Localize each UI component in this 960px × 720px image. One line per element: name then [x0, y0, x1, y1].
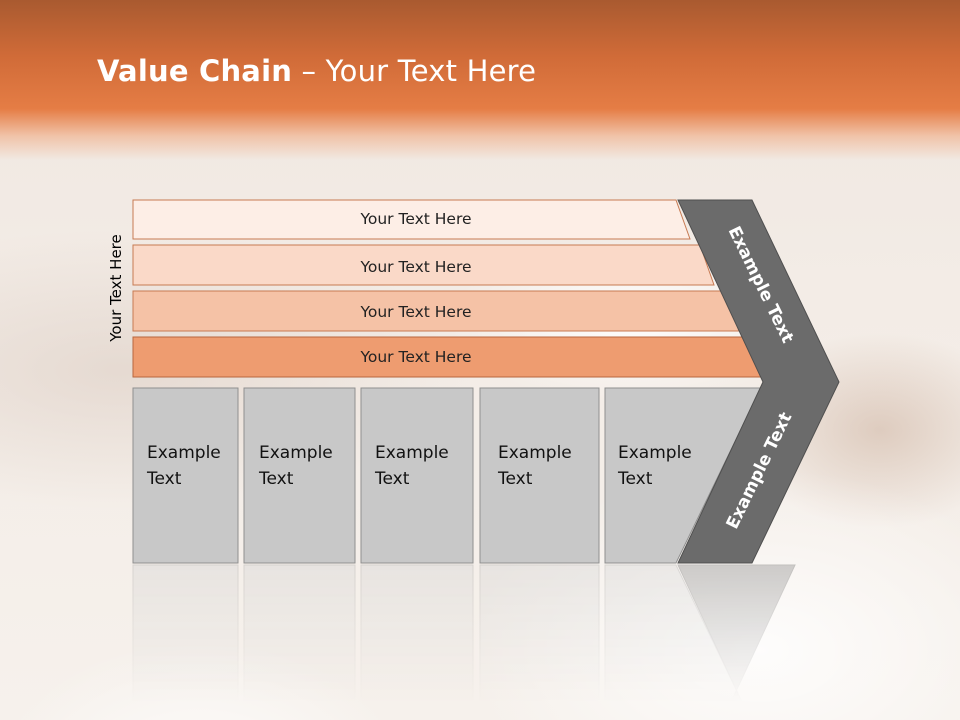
title-bold: Value Chain: [97, 54, 293, 88]
chevron-shape: [677, 199, 840, 564]
box-1-line1: Example: [147, 443, 221, 463]
box-2-shape: [243, 387, 356, 564]
row-group: Your Text Here Your Text Here Your Text …: [132, 199, 764, 378]
box-group: Example Text Example Text Example Text E…: [132, 387, 762, 564]
row-2[interactable]: Your Text Here: [132, 244, 715, 286]
row-3-label: Your Text Here: [359, 303, 471, 321]
box-4-line2: Text: [497, 469, 533, 489]
row-1-shape: [132, 199, 691, 240]
row-2-label: Your Text Here: [359, 258, 471, 276]
reflection: [132, 564, 796, 701]
box-3-line2: Text: [374, 469, 410, 489]
box-2-line2: Text: [258, 469, 294, 489]
box-1-shape: [132, 387, 239, 564]
box-1[interactable]: Example Text: [132, 387, 239, 564]
row-1[interactable]: Your Text Here: [132, 199, 691, 240]
box-5[interactable]: Example Text: [604, 387, 762, 564]
row-4[interactable]: Your Text Here: [132, 336, 764, 378]
box-3-line1: Example: [375, 443, 449, 463]
header-band: [0, 0, 960, 160]
box-4[interactable]: Example Text: [479, 387, 600, 564]
row-4-label: Your Text Here: [359, 348, 471, 366]
title-rest: – Your Text Here: [292, 54, 537, 88]
row-3[interactable]: Your Text Here: [132, 290, 740, 332]
box-3[interactable]: Example Text: [360, 387, 474, 564]
box-5-line2: Text: [617, 469, 653, 489]
row-1-label: Your Text Here: [359, 210, 471, 228]
box-5-line1: Example: [618, 443, 692, 463]
row-2-shape: [132, 244, 715, 286]
box-3-shape: [360, 387, 474, 564]
box-4-line1: Example: [498, 443, 572, 463]
box-4-shape: [479, 387, 600, 564]
box-2[interactable]: Example Text: [243, 387, 356, 564]
box-5-shape: [604, 387, 762, 564]
box-2-line1: Example: [259, 443, 333, 463]
box-1-line2: Text: [146, 469, 182, 489]
slide-title[interactable]: Value Chain – Your Text Here: [97, 54, 536, 88]
